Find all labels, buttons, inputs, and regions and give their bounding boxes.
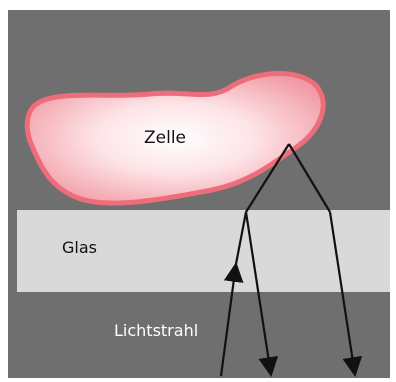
cell-label: Zelle bbox=[144, 128, 186, 148]
glass-label: Glas bbox=[62, 238, 97, 257]
beam-label: Lichtstrahl bbox=[114, 321, 198, 340]
